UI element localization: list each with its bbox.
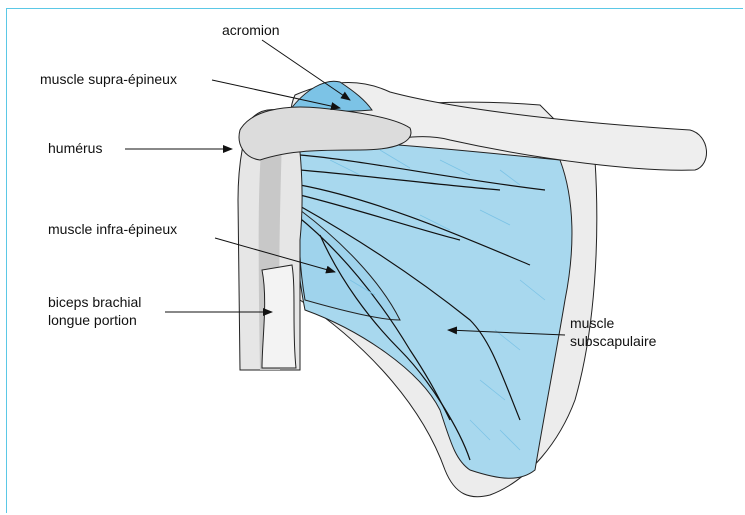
label-supraspinatus: muscle supra-épineux (40, 71, 177, 87)
biceps-tendon (262, 265, 296, 368)
label-acromion: acromion (222, 22, 280, 38)
label-humerus: humérus (48, 140, 102, 156)
label-infraspinatus: muscle infra-épineux (48, 221, 177, 237)
label-biceps-line1: biceps brachial (48, 294, 141, 310)
label-subscapular-line1: muscle (570, 315, 615, 331)
label-subscapular-line2: subscapulaire (570, 333, 657, 349)
label-biceps-line2: longue portion (48, 312, 137, 328)
